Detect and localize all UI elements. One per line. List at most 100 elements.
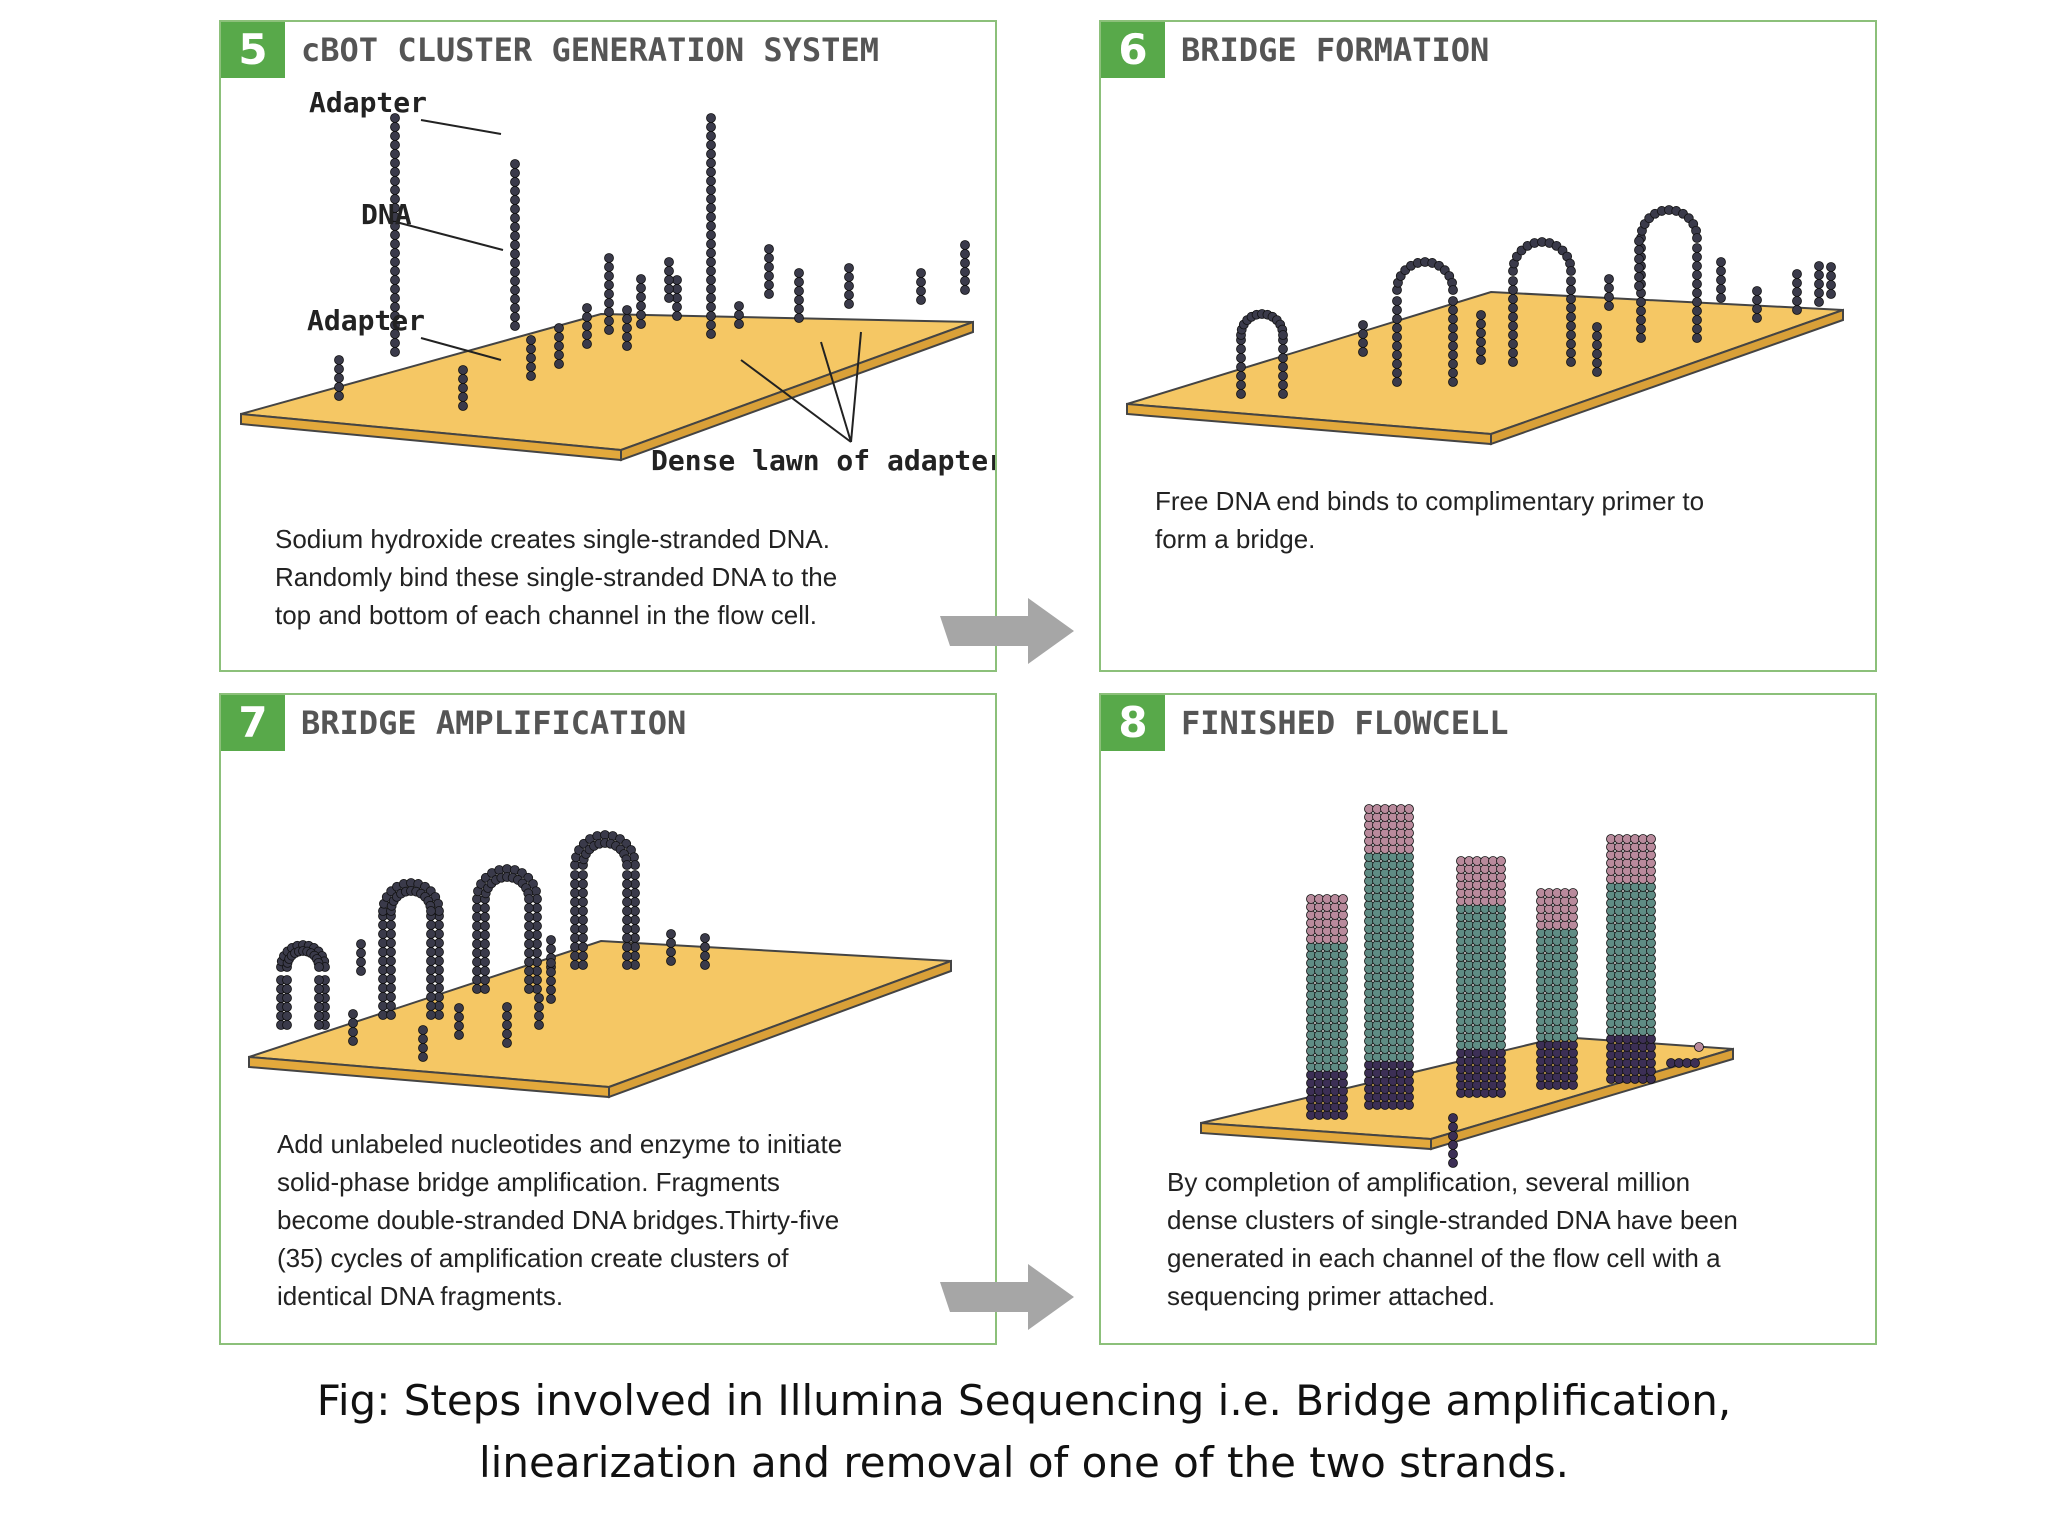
dna-bead bbox=[604, 325, 614, 335]
dna-bead bbox=[510, 258, 520, 268]
dna-bead bbox=[1752, 304, 1762, 314]
panel-title: BRIDGE FORMATION bbox=[1181, 31, 1490, 69]
dna-bead bbox=[510, 159, 520, 169]
dna-bead bbox=[526, 335, 536, 345]
dna-bead bbox=[706, 140, 716, 150]
panel-bridge-formation: 6 BRIDGE FORMATION Free DNA end binds to… bbox=[1099, 20, 1877, 672]
dna-bead bbox=[1392, 368, 1402, 378]
dna-bead bbox=[1448, 368, 1458, 378]
dna-bead bbox=[706, 149, 716, 159]
dna-bead bbox=[706, 239, 716, 249]
dna-bead bbox=[1358, 320, 1368, 330]
dna-bead bbox=[1690, 1058, 1700, 1068]
dna-bead bbox=[386, 956, 396, 966]
dna-bead bbox=[1814, 279, 1824, 289]
dna-bead bbox=[794, 304, 804, 314]
dna-bead bbox=[1476, 355, 1486, 365]
panel-bridge-amplification: 7 BRIDGE AMPLIFICATION Add unlabeled nuc… bbox=[219, 693, 997, 1345]
dna-bead bbox=[636, 319, 646, 329]
dna-bead bbox=[1448, 1113, 1458, 1123]
dna-bead bbox=[282, 1020, 292, 1030]
description-line: dense clusters of single-stranded DNA ha… bbox=[1167, 1205, 1738, 1235]
dna-bead bbox=[582, 321, 592, 331]
dna-bead bbox=[1814, 297, 1824, 307]
dna-bead bbox=[1566, 330, 1576, 340]
dna-bead bbox=[386, 1010, 396, 1020]
dna-clusters bbox=[1306, 804, 1704, 1168]
dna-bead bbox=[458, 374, 468, 384]
description-line: Sodium hydroxide creates single-stranded… bbox=[275, 524, 830, 554]
description-line: (35) cycles of amplification create clus… bbox=[277, 1243, 789, 1273]
dna-bead bbox=[390, 275, 400, 285]
dna-bead bbox=[334, 382, 344, 392]
dna-bead bbox=[1476, 328, 1486, 338]
dna-bead bbox=[1508, 348, 1518, 358]
dna-bead bbox=[1592, 367, 1602, 377]
dna-bead bbox=[1634, 245, 1644, 255]
dna-bead bbox=[1508, 321, 1518, 331]
dna-bead bbox=[1604, 292, 1614, 302]
dna-bead bbox=[386, 920, 396, 930]
adapter-bottom-label: Adapter bbox=[307, 304, 425, 337]
dna-bead bbox=[426, 1010, 436, 1020]
dna-bead bbox=[426, 983, 436, 993]
dna-bead bbox=[426, 938, 436, 948]
dna-bead bbox=[1496, 856, 1506, 866]
dna-bead bbox=[622, 341, 632, 351]
dna-bead bbox=[636, 292, 646, 302]
description-line: Free DNA end binds to complimentary prim… bbox=[1155, 486, 1705, 516]
dna-bead bbox=[1508, 294, 1518, 304]
dna-bead bbox=[1592, 322, 1602, 332]
dna-bead bbox=[510, 240, 520, 250]
dna-bead bbox=[480, 912, 490, 922]
panel-cbot-cluster-generation: 5 cBOT CLUSTER GENERATION SYSTEM Adapter… bbox=[219, 20, 997, 672]
dna-bead bbox=[356, 939, 366, 949]
dna-bead bbox=[1448, 377, 1458, 387]
dna-bead bbox=[1716, 284, 1726, 294]
dna-bead bbox=[1826, 289, 1836, 299]
dna-bead bbox=[582, 330, 592, 340]
dna-bead bbox=[706, 329, 716, 339]
dna-bead bbox=[314, 1011, 324, 1021]
dna-bead bbox=[1448, 285, 1458, 295]
dna-bead bbox=[348, 1018, 358, 1028]
dna-bead bbox=[390, 338, 400, 348]
dna-bead bbox=[1338, 894, 1348, 904]
dna-bead bbox=[1604, 283, 1614, 293]
dna-bead bbox=[1792, 305, 1802, 315]
dna-bead bbox=[706, 266, 716, 276]
dna-bead bbox=[636, 274, 646, 284]
dna-bead bbox=[1508, 312, 1518, 322]
dna-bead bbox=[622, 332, 632, 342]
dna-bead bbox=[1692, 306, 1702, 316]
panel-description: Add unlabeled nucleotides and enzyme to … bbox=[277, 1125, 842, 1315]
dna-bead bbox=[426, 974, 436, 984]
dna-bead bbox=[706, 284, 716, 294]
dna-bead bbox=[1692, 233, 1702, 243]
dna-bead bbox=[1694, 1042, 1704, 1052]
dna-bead bbox=[622, 915, 632, 925]
dna-bead bbox=[510, 186, 520, 196]
dna-bead bbox=[390, 176, 400, 186]
dna-bead bbox=[546, 994, 556, 1004]
dna-bead bbox=[314, 975, 324, 985]
dna-bead bbox=[604, 307, 614, 317]
dna-bead bbox=[1634, 272, 1644, 282]
dna-bead bbox=[1358, 329, 1368, 339]
dna-bead bbox=[1392, 350, 1402, 360]
dna-bead bbox=[1636, 324, 1646, 334]
dna-bead bbox=[426, 929, 436, 939]
dna-bead bbox=[666, 956, 676, 966]
dna-bead bbox=[1566, 357, 1576, 367]
dna-bead bbox=[356, 957, 366, 967]
dna-bead bbox=[314, 1002, 324, 1012]
dna-bead bbox=[578, 933, 588, 943]
dna-bead bbox=[578, 888, 588, 898]
dense-lawn-label: Dense lawn of adapters bbox=[651, 444, 995, 477]
dna-bead bbox=[524, 903, 534, 913]
dna-bead bbox=[1568, 888, 1578, 898]
dna-bead bbox=[1692, 261, 1702, 271]
dna-bead bbox=[426, 965, 436, 975]
dna-bead bbox=[734, 310, 744, 320]
dna-bead bbox=[1792, 278, 1802, 288]
